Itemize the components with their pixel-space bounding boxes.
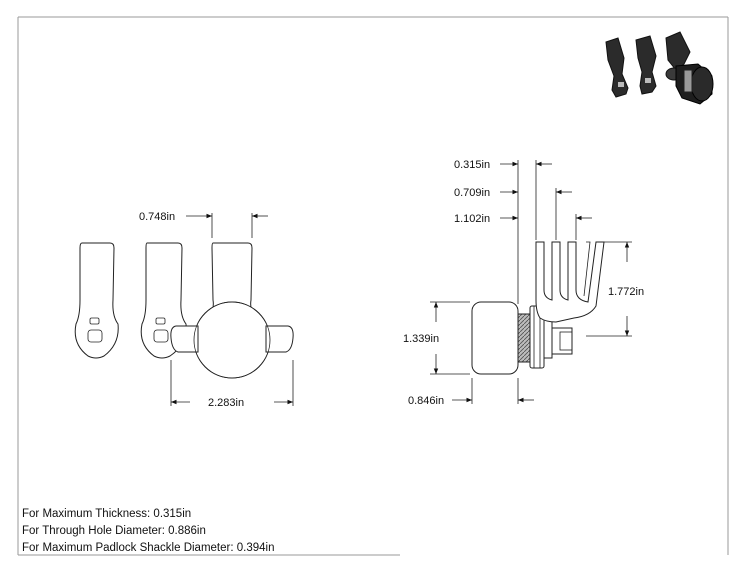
dim-width-top: 0.748in [139, 211, 175, 223]
drawing-frame [17, 16, 729, 556]
front-view: 0.748in 2.283in [74, 211, 294, 409]
spec-notes: For Maximum Thickness: 0.315in For Throu… [22, 508, 274, 554]
dim-depth: 0.846in [408, 395, 444, 407]
lock-wing-right [265, 325, 294, 353]
isometric-renders [605, 31, 714, 105]
render-handle-2 [635, 35, 657, 95]
note-through-hole: For Through Hole Diameter: 0.886in [22, 525, 206, 537]
dim-d2: 0.709in [454, 187, 490, 199]
note-thickness: For Maximum Thickness: 0.315in [22, 508, 191, 520]
lock-wing-left [170, 325, 199, 353]
dim-height-right: 1.772in [608, 286, 644, 298]
dim-d3: 1.102in [454, 213, 490, 225]
dim-width-bottom: 2.283in [208, 397, 244, 409]
dim-d1: 0.315in [454, 159, 490, 171]
side-view: 0.315in 0.709in 1.102in 1.772in 1.339in … [403, 159, 644, 407]
side-handle [535, 241, 605, 323]
render-lock [665, 31, 714, 105]
handle-outline-1 [74, 242, 119, 359]
dim-height-left: 1.339in [403, 333, 439, 345]
render-handle-1 [605, 37, 629, 98]
cylinder-body [471, 301, 519, 375]
note-shackle: For Maximum Padlock Shackle Diameter: 0.… [22, 542, 274, 554]
